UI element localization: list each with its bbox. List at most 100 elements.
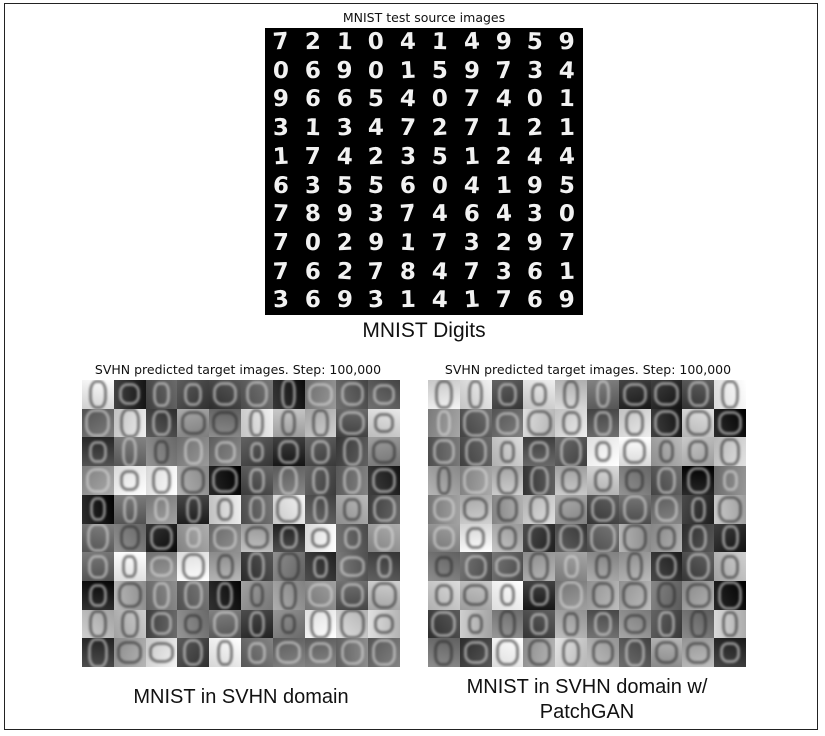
mnist-digit-cell: 5 <box>367 171 386 199</box>
mnist-digit-cell: 4 <box>558 143 576 171</box>
svhn-image-cell <box>336 494 369 524</box>
mnist-digit-cell: 6 <box>399 172 417 199</box>
blurred-digit-shape <box>434 639 454 666</box>
svhn-image-cell <box>586 638 619 667</box>
blurred-digit-shape <box>462 584 489 607</box>
mnist-digit-cell: 2 <box>494 229 513 257</box>
svhn-image-cell <box>714 580 746 610</box>
svhn-left-panel-title: SVHN predicted target images. Step: 100,… <box>94 362 382 377</box>
svhn-image-cell <box>523 466 556 495</box>
blurred-digit-shape <box>89 440 107 463</box>
svhn-image-cell <box>682 408 715 438</box>
blurred-digit-shape <box>88 609 107 639</box>
svhn-image-cell <box>555 408 587 438</box>
blurred-digit-shape <box>686 641 711 664</box>
svhn-image-cell <box>304 552 337 581</box>
svhn-image-cell <box>272 638 305 667</box>
blurred-digit-shape <box>281 409 297 437</box>
blurred-digit-shape <box>526 409 552 437</box>
svhn-image-cell <box>618 494 651 524</box>
blurred-digit-shape <box>372 439 397 464</box>
blurred-digit-shape <box>88 554 108 579</box>
svhn-image-cell <box>209 523 241 553</box>
svhn-image-cell <box>650 523 683 553</box>
mnist-digit-cell: 4 <box>494 200 513 228</box>
svhn-image-cell <box>145 552 178 581</box>
svhn-image-cell <box>240 408 273 438</box>
svhn-image-cell <box>428 552 460 581</box>
blurred-digit-shape <box>529 466 549 495</box>
svhn-image-cell <box>209 466 241 495</box>
mnist-digit-cell: 3 <box>527 200 544 228</box>
mnist-digit-cell: 7 <box>463 114 480 142</box>
blurred-digit-shape <box>340 640 364 666</box>
mnist-digit-cell: 7 <box>495 287 512 314</box>
svhn-image-cell <box>209 380 241 409</box>
blurred-digit-shape <box>718 495 742 523</box>
mnist-digit-cell: 4 <box>431 257 449 285</box>
mnist-digit-cell: 7 <box>431 229 449 257</box>
svhn-image-cell <box>113 523 146 553</box>
blurred-digit-shape <box>625 469 645 492</box>
svhn-image-cell <box>177 408 210 438</box>
svhn-image-cell <box>145 466 178 495</box>
svhn-image-cell <box>368 380 400 409</box>
blurred-digit-shape <box>276 495 302 523</box>
svhn-image-cell <box>304 408 337 438</box>
svhn-image-cell <box>209 437 241 467</box>
mnist-digit-cell: 3 <box>367 200 385 228</box>
svhn-image-cell <box>145 638 178 667</box>
blurred-digit-shape <box>85 408 111 438</box>
svhn-image-cell <box>240 380 273 409</box>
svhn-image-cell <box>650 380 683 409</box>
mnist-digit-cell: 2 <box>526 114 545 142</box>
svhn-image-cell <box>428 638 460 667</box>
blurred-digit-shape <box>214 440 236 463</box>
svhn-image-cell <box>272 408 305 438</box>
blurred-digit-shape <box>88 638 108 667</box>
svhn-image-cell <box>272 437 305 467</box>
svhn-image-cell <box>336 580 369 610</box>
blurred-digit-shape <box>432 525 456 550</box>
blurred-digit-shape <box>685 582 711 608</box>
blurred-digit-shape <box>183 438 203 466</box>
svhn-right-panel-title: SVHN predicted target images. Step: 100,… <box>444 362 732 377</box>
svhn-image-cell <box>368 580 400 610</box>
blurred-digit-shape <box>592 582 614 609</box>
svhn-image-cell <box>272 523 305 553</box>
svhn-image-cell <box>523 638 556 667</box>
mnist-digit-cell: 7 <box>304 143 321 170</box>
mnist-digit-cell: 6 <box>304 258 321 285</box>
svhn-image-cell <box>586 494 619 524</box>
mnist-digit-cell: 2 <box>430 114 449 142</box>
blurred-digit-shape <box>496 466 519 495</box>
svhn-image-cell <box>618 552 651 581</box>
svhn-image-cell <box>714 494 746 524</box>
mnist-digit-cell: 2 <box>304 28 321 55</box>
mnist-digit-cell: 1 <box>399 57 417 84</box>
blurred-digit-shape <box>624 638 645 667</box>
blurred-digit-shape <box>181 467 206 494</box>
blurred-digit-shape <box>595 380 611 409</box>
svhn-image-cell <box>209 494 241 524</box>
svhn-image-cell <box>240 638 273 667</box>
blurred-digit-shape <box>529 441 550 463</box>
blurred-digit-shape <box>558 497 584 521</box>
svhn-image-cell <box>82 580 114 610</box>
svhn-image-cell <box>428 380 460 409</box>
blurred-digit-shape <box>593 612 613 636</box>
svhn-right-image-grid <box>428 380 746 667</box>
mnist-digit-cell: 1 <box>462 286 481 314</box>
blurred-digit-shape <box>120 470 140 491</box>
blurred-digit-shape <box>653 409 680 437</box>
blurred-digit-shape <box>217 581 234 609</box>
svhn-image-cell <box>682 466 715 495</box>
svhn-image-cell <box>368 437 400 467</box>
svhn-image-cell <box>523 408 556 438</box>
svhn-image-cell <box>177 523 210 553</box>
mnist-digit-cell: 9 <box>495 28 512 55</box>
svhn-image-cell <box>368 494 400 524</box>
svhn-image-cell <box>682 580 715 610</box>
blurred-digit-shape <box>249 409 265 437</box>
mnist-digit-cell: 8 <box>303 200 322 228</box>
